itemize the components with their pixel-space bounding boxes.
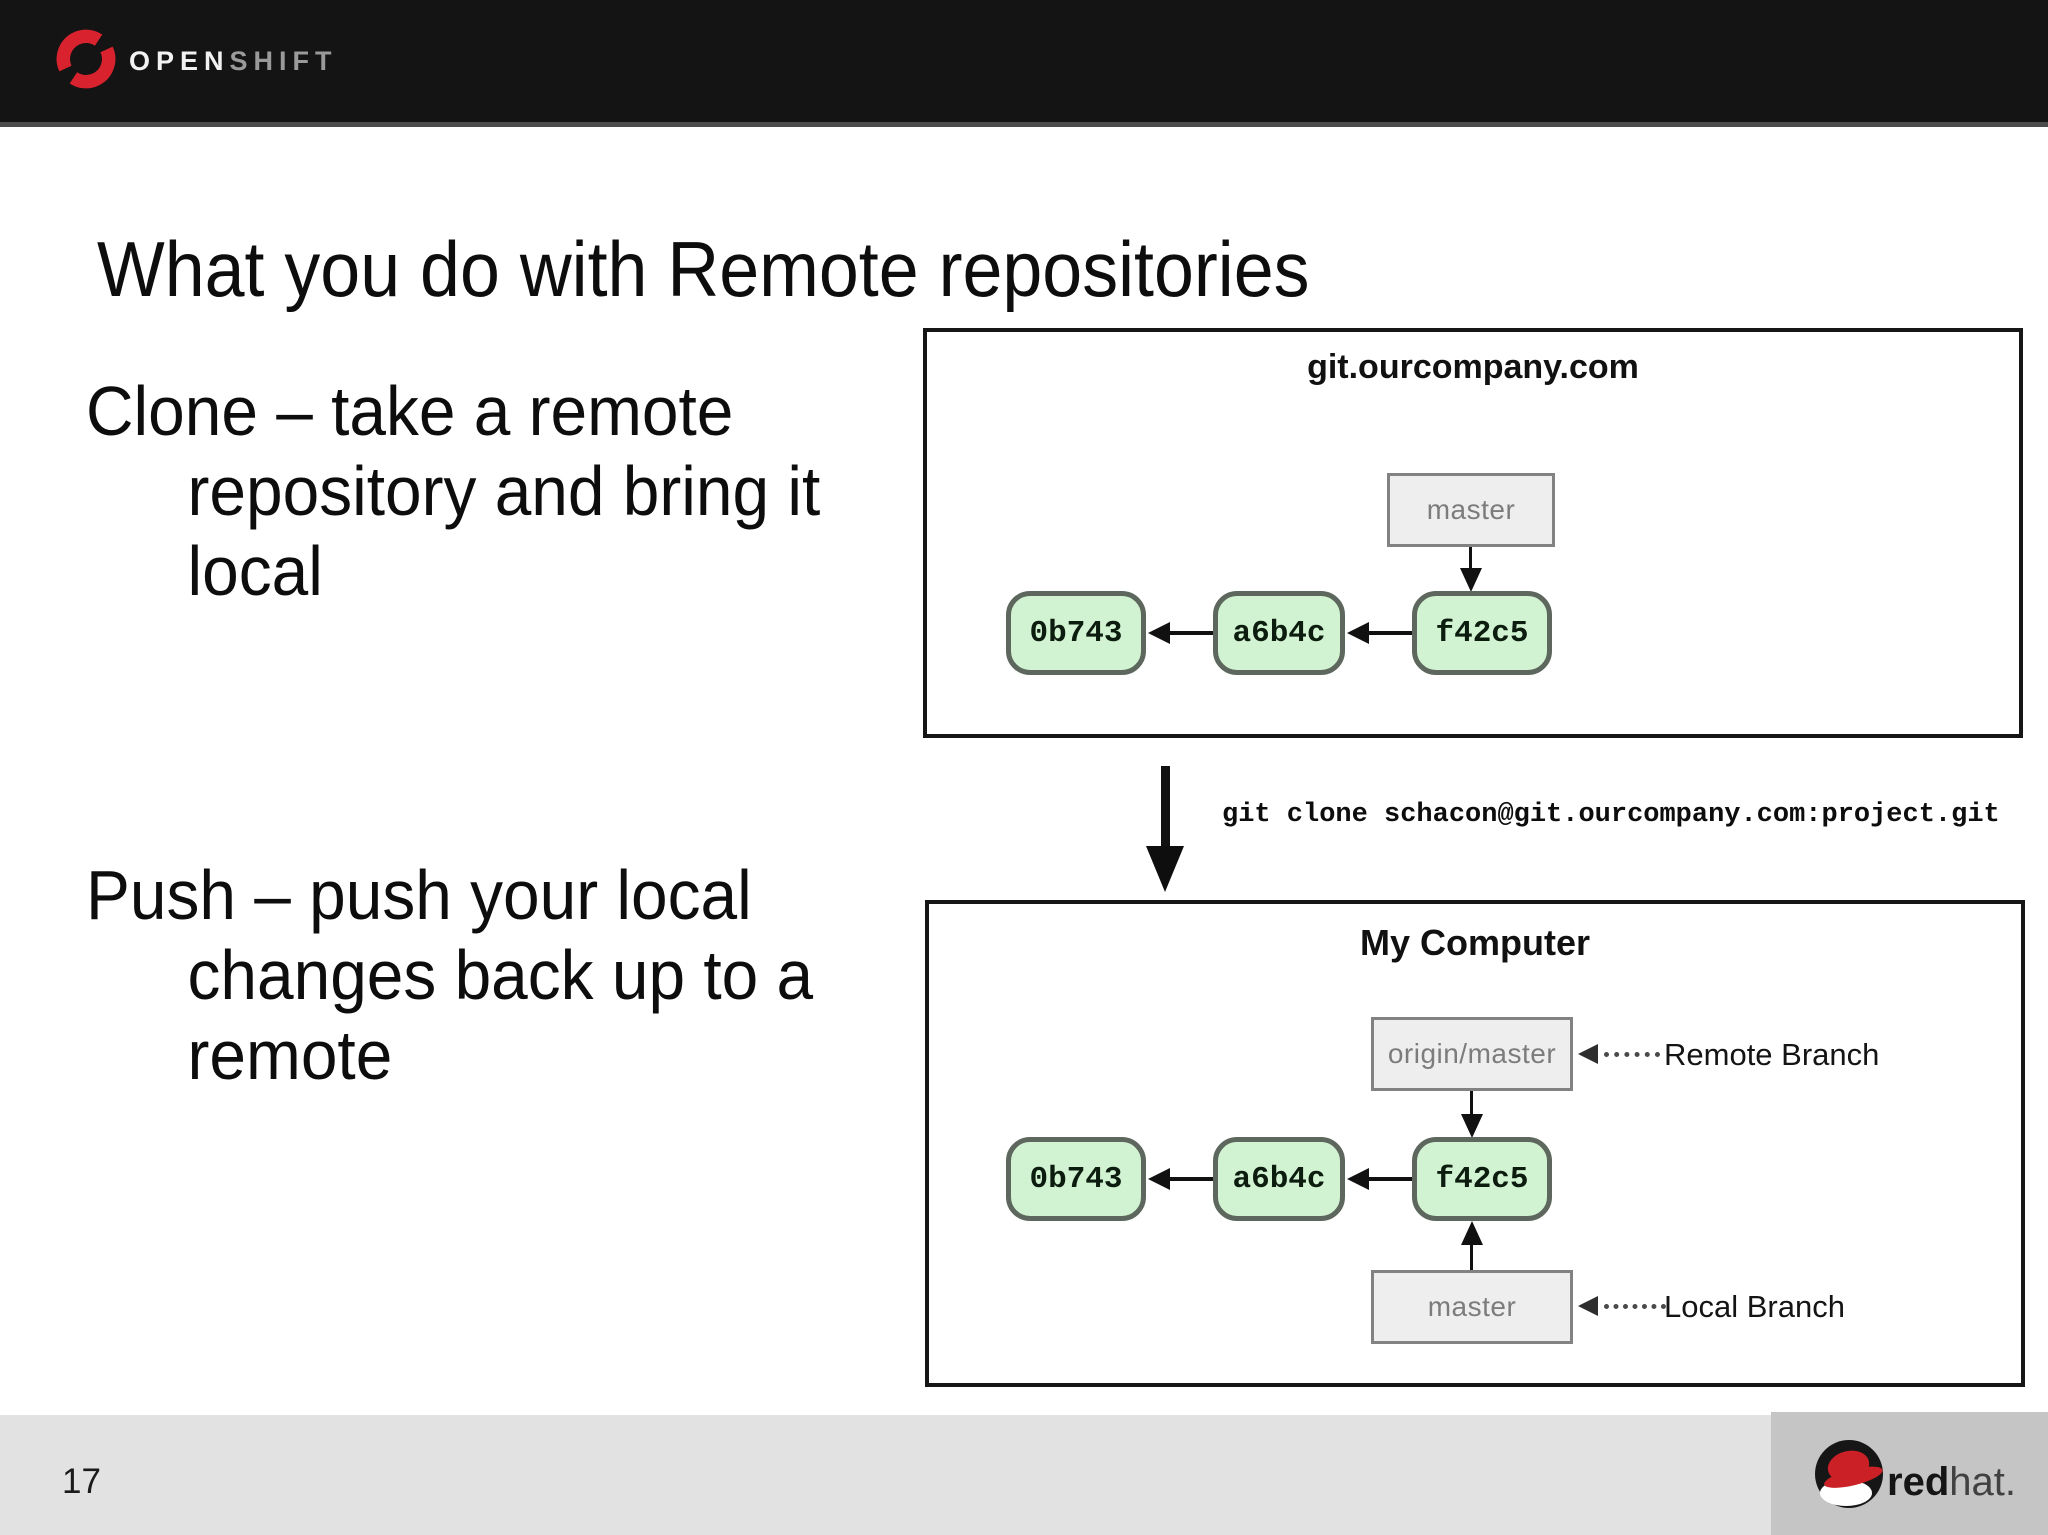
origin-master-branch-box: origin/master — [1371, 1017, 1573, 1091]
commit-link-arrowhead-icon — [1148, 1168, 1170, 1190]
commit-node-a6b4c: a6b4c — [1213, 1137, 1345, 1221]
brand-shift-text: SHIFT — [229, 46, 338, 76]
branch-pointer-arrowhead-icon — [1461, 1114, 1483, 1138]
commit-node-0b743: 0b743 — [1006, 1137, 1146, 1221]
branch-pointer-line — [1470, 1091, 1473, 1115]
commit-link-line — [1169, 631, 1213, 635]
local-branch-annotation: Local Branch — [1664, 1289, 1845, 1324]
local-repo-box: My Computer origin/master Remote Branch … — [925, 900, 2025, 1387]
clone-command-text: git clone schacon@git.ourcompany.com:pro… — [1222, 800, 2000, 830]
remote-branch-annotation-arrowhead-icon — [1578, 1044, 1598, 1064]
header-bar: OPENSHIFT — [0, 0, 2048, 127]
commit-link-arrowhead-icon — [1347, 1168, 1369, 1190]
remote-branch-annotation-dotted-line — [1604, 1052, 1660, 1057]
local-branch-pointer-arrowhead-icon — [1461, 1221, 1483, 1245]
commit-node-0b743: 0b743 — [1006, 591, 1146, 675]
push-bullet: Push – push your local changes back up t… — [86, 855, 813, 1095]
remote-master-branch-label: master — [1426, 494, 1516, 525]
commit-link-arrowhead-icon — [1148, 622, 1170, 644]
push-bullet-line-3: remote — [187, 1016, 393, 1094]
remote-repo-title: git.ourcompany.com — [1307, 348, 1639, 386]
redhat-logo-icon — [1815, 1440, 1883, 1508]
slide-title: What you do with Remote repositories — [97, 225, 1310, 313]
clone-bullet-line-3: local — [187, 532, 323, 610]
commit-label: f42c5 — [1435, 1161, 1529, 1197]
commit-label: a6b4c — [1232, 615, 1326, 651]
commit-label: f42c5 — [1435, 615, 1529, 651]
redhat-wordmark-hat: hat. — [1949, 1460, 2016, 1504]
brand-open-text: OPEN — [129, 46, 230, 76]
clone-bullet-line-2: repository and bring it — [187, 452, 821, 530]
brand-wordmark: OPENSHIFT — [129, 46, 338, 77]
local-master-branch-box: master — [1371, 1270, 1573, 1344]
commit-label: 0b743 — [1029, 615, 1123, 651]
remote-repo-box: git.ourcompany.com master 0b743 a6b4c f4… — [923, 328, 2023, 738]
commit-label: 0b743 — [1029, 1161, 1123, 1197]
local-branch-pointer-line — [1470, 1245, 1473, 1270]
local-master-branch-label: master — [1427, 1291, 1517, 1322]
openshift-logo-icon — [56, 29, 116, 89]
clone-arrow-shaft — [1161, 766, 1170, 848]
clone-bullet-line-1: Clone – take a remote — [86, 372, 734, 450]
commit-link-line — [1169, 1177, 1213, 1181]
redhat-panel: redhat. — [1771, 1412, 2048, 1535]
commit-label: a6b4c — [1232, 1161, 1326, 1197]
clone-bullet: Clone – take a remote repository and bri… — [86, 371, 820, 611]
origin-master-branch-label: origin/master — [1387, 1038, 1557, 1069]
branch-pointer-line — [1469, 547, 1472, 571]
local-branch-annotation-arrowhead-icon — [1578, 1296, 1598, 1316]
remote-branch-annotation: Remote Branch — [1664, 1037, 1880, 1072]
local-branch-annotation-dotted-line — [1604, 1304, 1666, 1309]
branch-pointer-arrowhead-icon — [1460, 568, 1482, 592]
commit-node-a6b4c: a6b4c — [1213, 591, 1345, 675]
commit-link-arrowhead-icon — [1347, 622, 1369, 644]
local-repo-title: My Computer — [1359, 922, 1590, 963]
commit-link-line — [1368, 1177, 1412, 1181]
redhat-wordmark: redhat. — [1887, 1460, 2016, 1505]
redhat-wordmark-red: red — [1887, 1460, 1950, 1504]
commit-node-f42c5: f42c5 — [1412, 591, 1552, 675]
page-number: 17 — [62, 1462, 101, 1501]
push-bullet-line-2: changes back up to a — [187, 936, 814, 1014]
footer-strip — [0, 1415, 2048, 1535]
commit-node-f42c5: f42c5 — [1412, 1137, 1552, 1221]
push-bullet-line-1: Push – push your local — [86, 856, 752, 934]
commit-link-line — [1368, 631, 1412, 635]
remote-master-branch-box: master — [1387, 473, 1555, 547]
clone-arrow-head-icon — [1146, 846, 1184, 892]
